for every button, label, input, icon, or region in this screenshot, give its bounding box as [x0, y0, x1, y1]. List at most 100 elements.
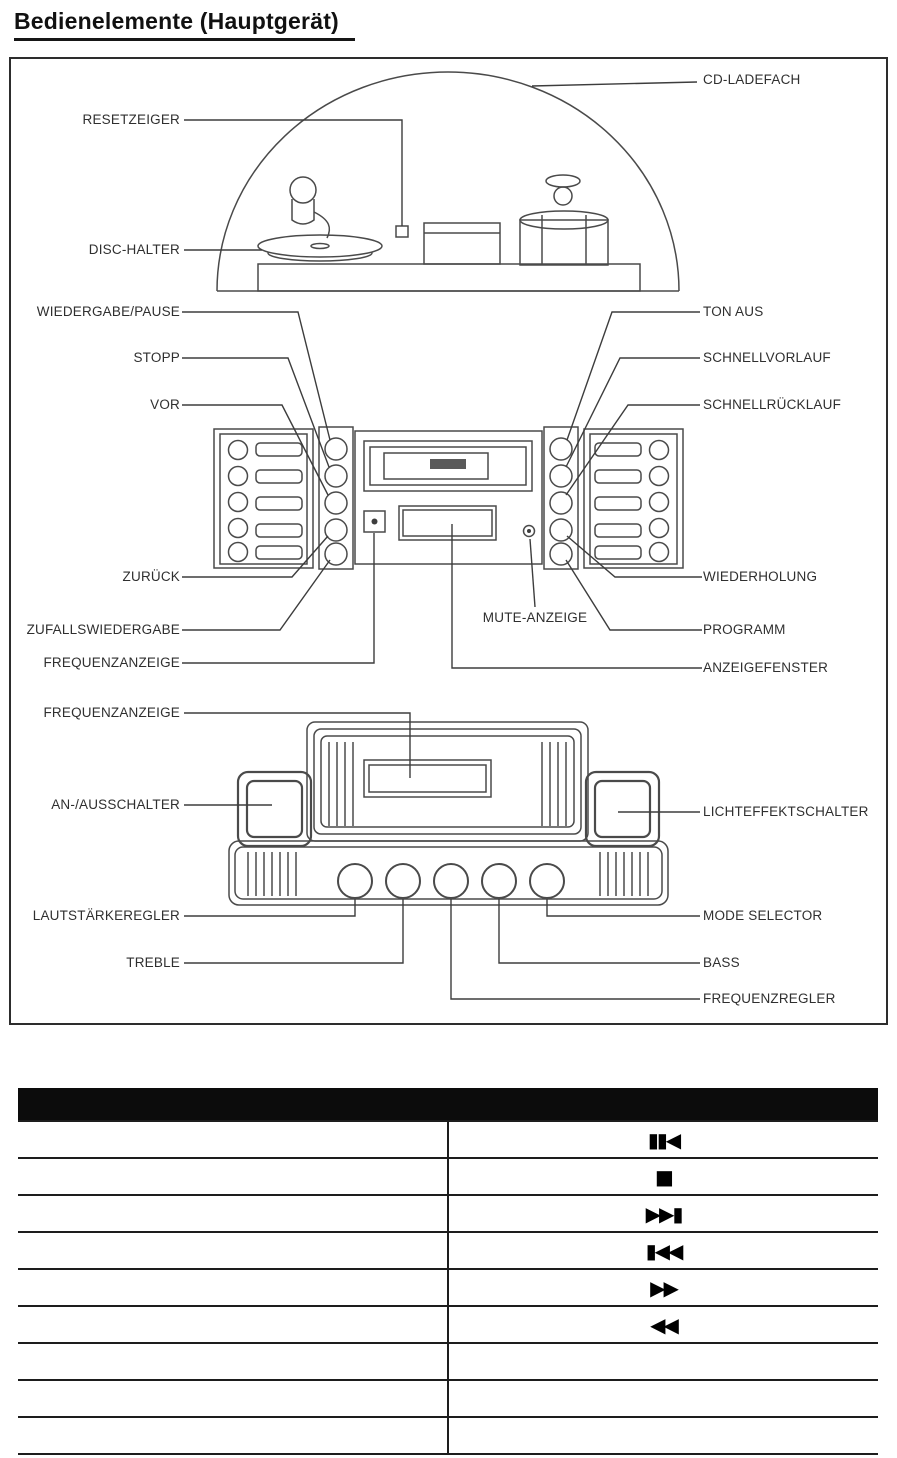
- mute-button: [549, 437, 573, 461]
- callout-anzeigefenster: [451, 524, 702, 669]
- drum-illustration: [519, 210, 609, 266]
- play-pause-button: [324, 437, 348, 461]
- left-grille: [247, 852, 297, 896]
- label-stopp: STOPP: [133, 350, 180, 365]
- table-row: ▶▶: [18, 1268, 878, 1306]
- label-frequenzregler: FREQUENZREGLER: [703, 991, 836, 1006]
- label-lichteffektschalter: LICHTEFFEKTSCHALTER: [703, 804, 869, 819]
- label-resetzeiger: RESETZEIGER: [82, 112, 180, 127]
- label-frequenzanzeige-2: FREQUENZANZEIGE: [43, 705, 180, 720]
- label-vor: VOR: [150, 397, 180, 412]
- frequency-knob: [433, 863, 469, 899]
- right-grille: [599, 852, 649, 896]
- rewind-button: [549, 491, 573, 515]
- bass-knob: [481, 863, 517, 899]
- table-row: [18, 1379, 878, 1417]
- label-schnellruecklauf: SCHNELLRÜCKLAUF: [703, 397, 842, 412]
- callout-cd-ladefach: [531, 81, 698, 87]
- symbol-cell: ▶▶▮: [448, 1194, 878, 1232]
- label-ton-aus: TON AUS: [703, 304, 764, 319]
- label-lautstaerkeregler: LAUTSTÄRKEREGLER: [32, 908, 180, 923]
- mute-led: [522, 524, 536, 538]
- volume-knob: [337, 863, 373, 899]
- main-unit-front: [213, 426, 684, 570]
- callout-mode-selector: [546, 899, 700, 917]
- table-row: ▮▮◀: [18, 1120, 878, 1158]
- callout-vor: [182, 404, 329, 496]
- label-bass: BASS: [703, 955, 740, 970]
- symbol-cell: ▮◀◀: [448, 1231, 878, 1269]
- label-zurueck: ZURÜCK: [122, 569, 180, 584]
- next-track-icon: ▶▶▮: [645, 1201, 684, 1226]
- callout-programm: [565, 559, 702, 631]
- symbol-cell: ▶▶: [448, 1268, 878, 1306]
- callout-wiedergabe-pause: [182, 311, 331, 441]
- label-schnellvorlauf: SCHNELLVORLAUF: [703, 350, 831, 365]
- label-wiederholung: WIEDERHOLUNG: [703, 569, 818, 584]
- symbol-cell: ◀◀: [448, 1305, 878, 1343]
- left-button-column: [318, 426, 354, 570]
- symbol-table: ▮▮◀ ■ ▶▶▮ ▮◀◀ ▶▶ ◀◀: [18, 1088, 878, 1455]
- display-window: [398, 505, 497, 541]
- callout-frequenzregler: [450, 899, 700, 1000]
- table-row: ◀◀: [18, 1305, 878, 1343]
- table-header-row: [18, 1088, 878, 1121]
- frequency-indicator-button: [363, 510, 386, 533]
- stop-icon: ■: [655, 1164, 674, 1189]
- label-wiedergabe-pause: WIEDERGABE/PAUSE: [36, 304, 180, 319]
- callout-frequenzanzeige-2: [184, 712, 411, 778]
- stop-button: [324, 464, 348, 488]
- callout-frequenzanzeige-1: [182, 533, 375, 664]
- function-cell: [18, 1157, 449, 1195]
- symbol-cell: [448, 1379, 878, 1417]
- callout-zufallswiedergabe: [182, 559, 331, 631]
- table-row: [18, 1416, 878, 1454]
- label-an-ausschalter: AN-/AUSSCHALTER: [51, 797, 180, 812]
- function-cell: [18, 1120, 449, 1158]
- previous-button: [324, 518, 348, 542]
- label-mode-selector: MODE SELECTOR: [703, 908, 823, 923]
- label-anzeigefenster: ANZEIGEFENSTER: [703, 660, 829, 675]
- fast-forward-icon: ▶▶: [650, 1275, 679, 1300]
- fast-forward-button: [549, 464, 573, 488]
- callout-lines: [182, 81, 702, 1000]
- label-frequenzanzeige-1: FREQUENZANZEIGE: [43, 655, 180, 670]
- callout-resetzeiger: [184, 119, 403, 226]
- callout-schnellruecklauf: [565, 404, 700, 496]
- callout-ton-aus: [566, 311, 700, 441]
- reset-pointer-illustration: [395, 225, 409, 238]
- symbol-cell: ■: [448, 1157, 878, 1195]
- next-button: [324, 491, 348, 515]
- cd-compartment-dome: [216, 71, 680, 292]
- symbol-cell: ▮▮◀: [448, 1120, 878, 1158]
- program-button: [549, 542, 573, 566]
- disc-holder-illustration: [257, 234, 383, 262]
- lamp-illustration: [545, 174, 581, 206]
- mode-selector-knob: [529, 863, 565, 899]
- treble-knob: [385, 863, 421, 899]
- page-title: Bedienelemente (Hauptgerät): [14, 8, 355, 41]
- previous-track-icon: ▮◀◀: [645, 1238, 684, 1263]
- function-cell: [18, 1231, 449, 1269]
- label-mute-anzeige: MUTE-ANZEIGE: [482, 610, 588, 625]
- symbol-cell: [448, 1416, 878, 1454]
- function-cell: [18, 1342, 449, 1380]
- knob-bar: [228, 840, 669, 906]
- function-cell: [18, 1416, 449, 1454]
- table-row: ▮◀◀: [18, 1231, 878, 1269]
- rewind-icon: ◀◀: [650, 1312, 679, 1337]
- center-body: [354, 430, 543, 565]
- callout-wiederholung: [566, 535, 702, 578]
- label-programm: PROGRAMM: [703, 622, 786, 637]
- label-zufallswiedergabe: ZUFALLSWIEDERGABE: [26, 622, 180, 637]
- callout-lautstaerkeregler: [184, 899, 356, 917]
- frequency-display-window: [363, 759, 492, 798]
- table-row: ■: [18, 1157, 878, 1195]
- table-row: ▶▶▮: [18, 1194, 878, 1232]
- light-effect-button: [584, 770, 661, 848]
- function-cell: [18, 1268, 449, 1306]
- label-disc-halter: DISC-HALTER: [88, 242, 180, 257]
- callout-treble: [184, 899, 404, 964]
